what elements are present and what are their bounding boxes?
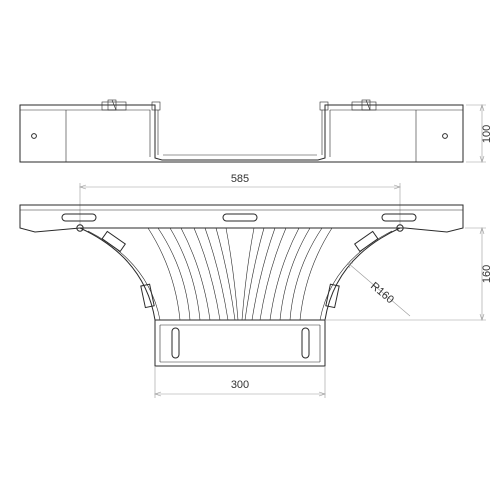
- bolt: [396, 224, 404, 232]
- dimension-label-r160: R160: [368, 280, 396, 306]
- dimension-label-300: 300: [231, 379, 249, 391]
- plan-view: [19, 204, 464, 367]
- bottom-ribs: [147, 227, 333, 321]
- slot: [301, 327, 310, 359]
- connector-clip: [351, 99, 377, 111]
- dimension-height-branch: 160: [325, 227, 493, 321]
- dimension-label-100: 100: [481, 125, 493, 143]
- right-curve-wall: [324, 227, 401, 321]
- side-view: [19, 99, 464, 163]
- clip: [140, 283, 155, 309]
- dimension-label-585: 585: [231, 173, 249, 185]
- mounting-hole: [31, 133, 37, 139]
- dimension-width-branch: 300: [154, 366, 326, 398]
- branch-outline: [154, 319, 326, 367]
- slot: [381, 213, 417, 222]
- clip: [353, 230, 379, 253]
- bolt: [76, 224, 84, 232]
- slot: [61, 213, 97, 222]
- clip: [101, 230, 127, 253]
- dimension-radius: R160: [347, 262, 411, 317]
- dimension-width-total: 585: [79, 173, 401, 226]
- main-run-outline: [19, 204, 464, 233]
- side-view-outline: [19, 104, 464, 163]
- clip: [325, 283, 340, 309]
- dimension-height-side: 100: [466, 104, 493, 163]
- mounting-hole: [442, 133, 448, 139]
- connector-clip: [101, 99, 127, 111]
- slot: [222, 213, 258, 222]
- dimension-label-160: 160: [481, 265, 493, 283]
- slot: [171, 327, 180, 359]
- left-curve-wall: [79, 227, 156, 321]
